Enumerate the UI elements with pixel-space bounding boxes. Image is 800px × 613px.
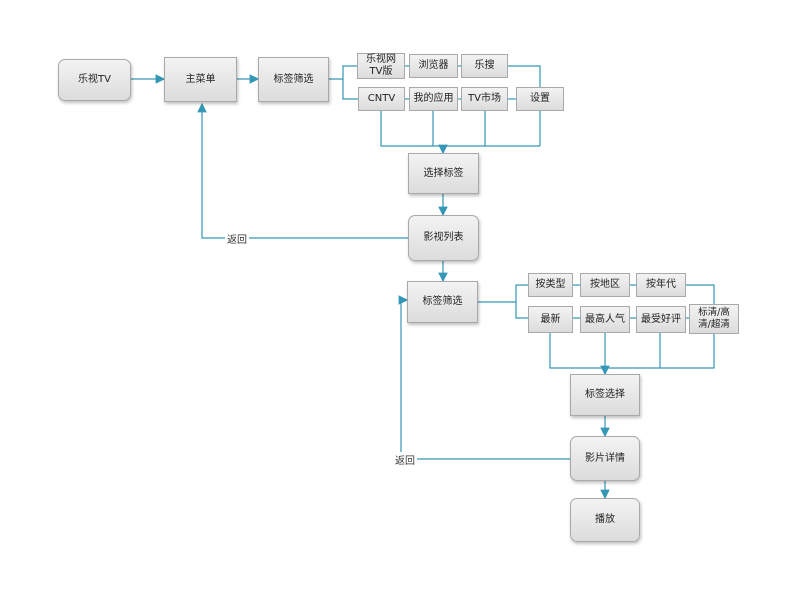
node-by-region: 按地区	[580, 273, 630, 297]
node-by-year: 按年代	[636, 273, 686, 297]
edge-label-back-2: 返回	[393, 452, 417, 467]
node-video-detail: 影片详情	[570, 436, 640, 481]
edge-year-quality	[686, 284, 715, 304]
node-main-menu: 主菜单	[164, 57, 237, 102]
node-play: 播放	[570, 498, 640, 542]
node-quality: 标清/高清/超清	[689, 304, 739, 334]
edge-filter-apps	[329, 65, 357, 80]
edge-list-back-main	[197, 102, 408, 239]
node-tag-filter-1: 标签筛选	[258, 57, 329, 102]
node-top-rated: 最受好评	[636, 306, 686, 333]
edge-filter2-branch	[478, 284, 528, 303]
edge-filter2-branch-b	[515, 302, 528, 319]
node-settings: 设置	[516, 87, 564, 111]
node-cntv: CNTV	[358, 87, 405, 111]
edge-detail-back-filter	[398, 295, 570, 460]
node-video-list: 影视列表	[408, 215, 479, 261]
node-tag-select: 标签选择	[570, 374, 640, 416]
node-letv: 乐视TV	[58, 59, 131, 101]
node-by-type: 按类型	[528, 273, 573, 297]
edge-label-back-1: 返回	[225, 231, 249, 246]
edge-filter-apps-b	[342, 79, 358, 100]
node-tv-market: TV市场	[461, 87, 508, 111]
edge-merge2	[549, 333, 715, 369]
node-letv-web: 乐视网TV版	[357, 53, 405, 79]
node-my-apps: 我的应用	[409, 87, 458, 111]
edge-merge-top	[380, 111, 540, 147]
node-tag-filter-2: 标签筛选	[407, 281, 478, 323]
node-choose-tag: 选择标签	[408, 153, 479, 194]
node-newest: 最新	[528, 306, 573, 333]
node-lesou: 乐搜	[461, 54, 508, 78]
node-most-popular: 最高人气	[580, 306, 630, 333]
edge-lesou-settings	[508, 65, 541, 87]
node-browser: 浏览器	[409, 54, 458, 78]
